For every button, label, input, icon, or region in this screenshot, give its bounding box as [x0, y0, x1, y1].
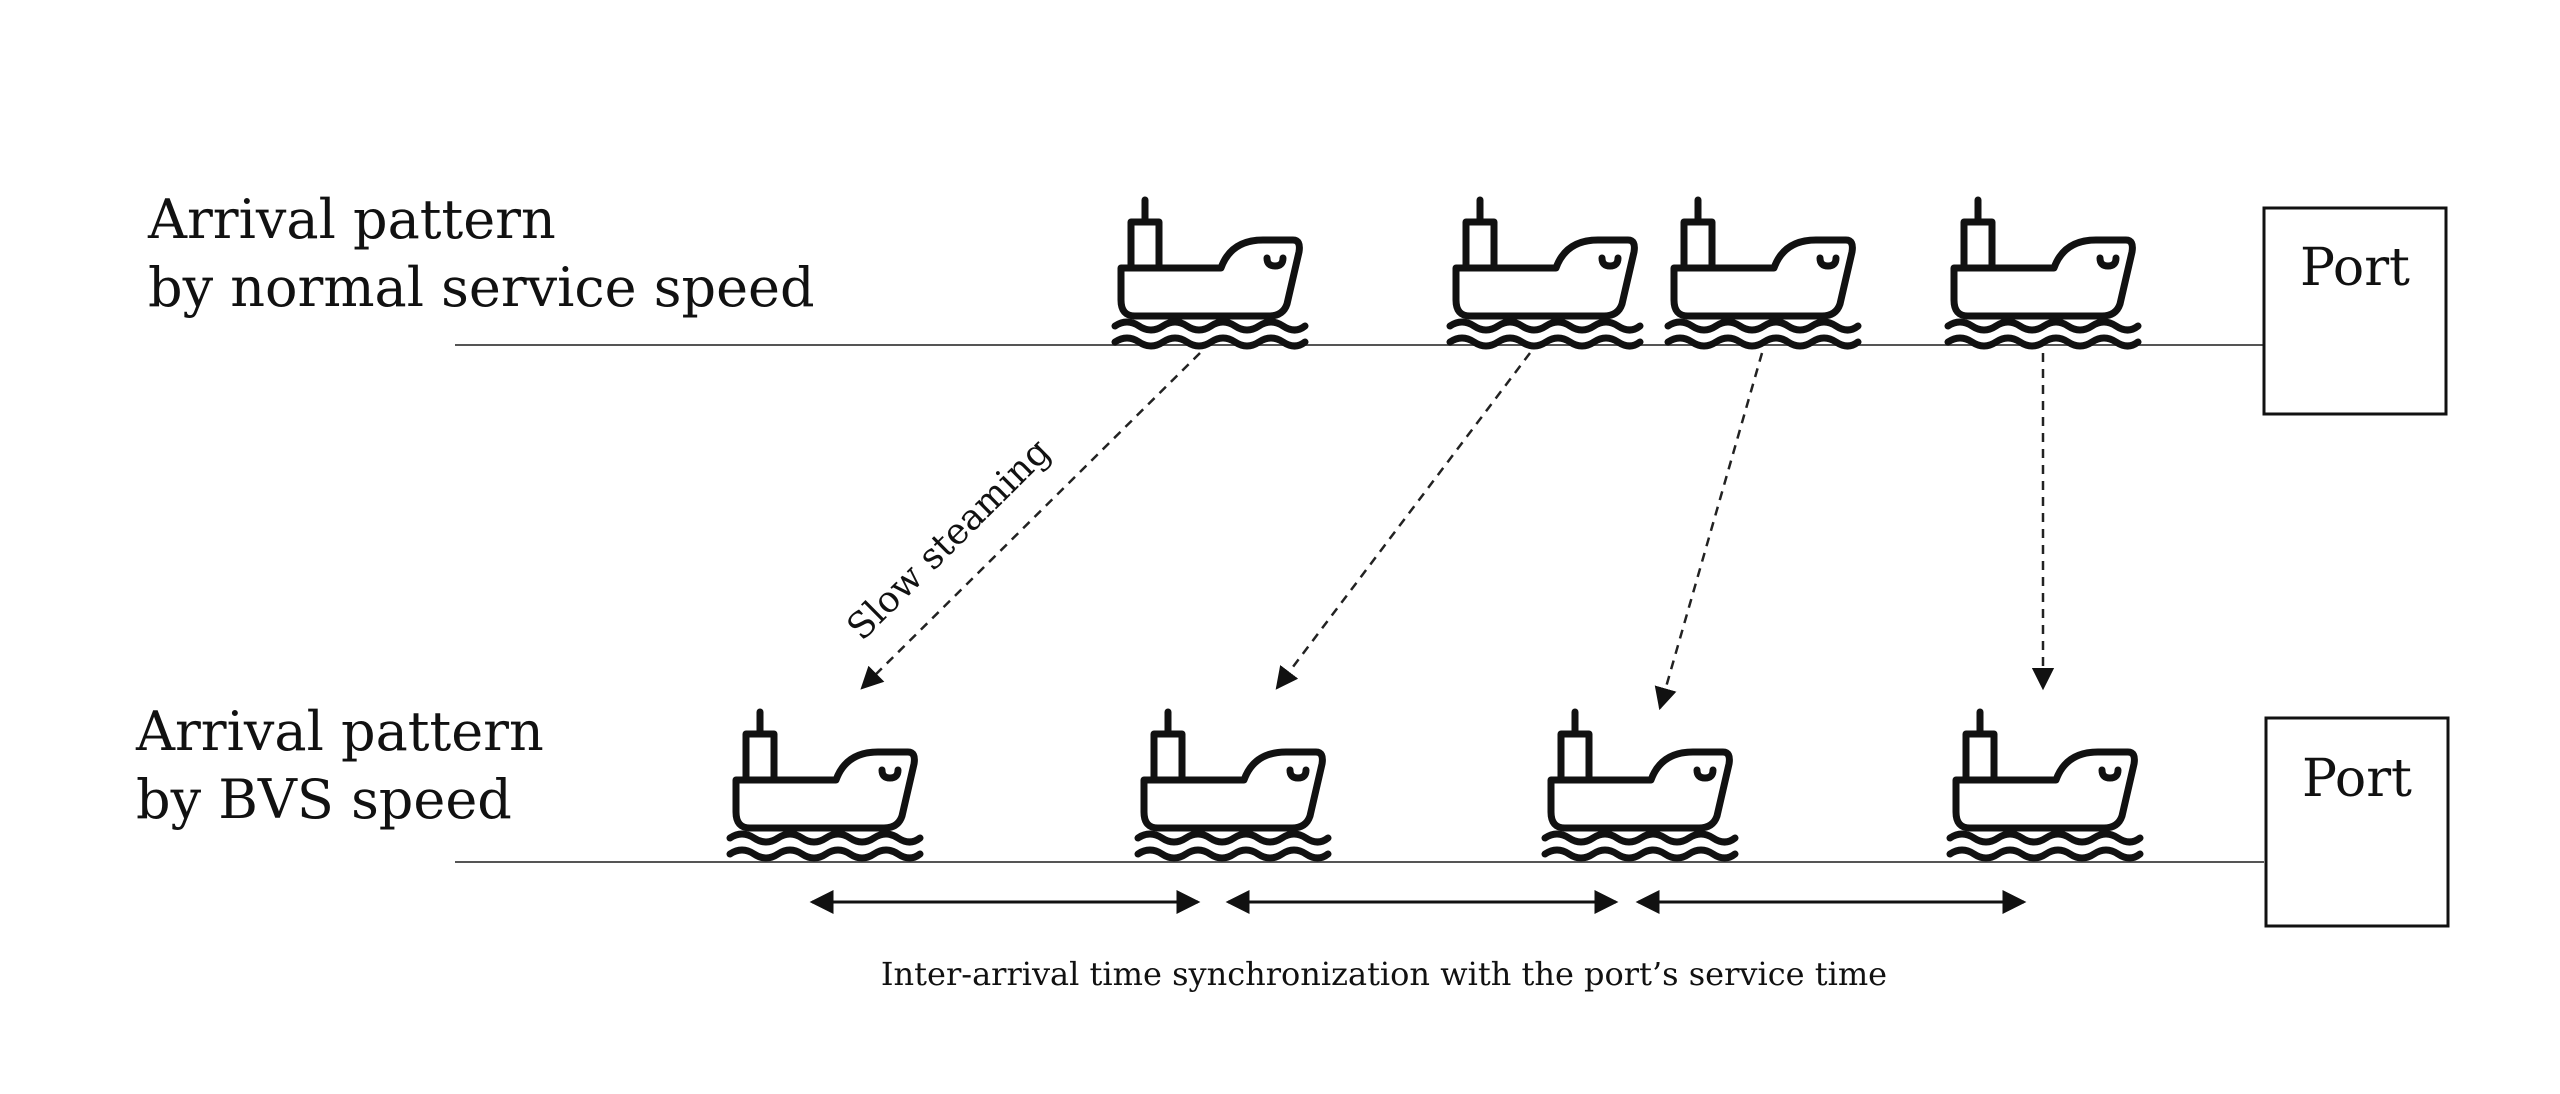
slow-steaming-arrow-3 [1654, 352, 1764, 711]
slow-steaming-arrow-1 [860, 352, 1201, 690]
ship-icon [1138, 712, 1328, 858]
bvs-row-label-line2: by BVS speed [136, 768, 512, 831]
slow-steaming-arrow-2 [1275, 352, 1531, 690]
caption: Inter-arrival time synchronization with … [881, 955, 1887, 993]
ship-icon [1115, 200, 1305, 346]
bvs-row-label-line1: Arrival pattern [135, 700, 544, 763]
port-label-normal: Port [2300, 238, 2410, 298]
slow-steaming-label: Slow steaming [839, 431, 1058, 648]
normal-row-label-line2: by normal service speed [148, 256, 815, 319]
ship-icon [1668, 200, 1858, 346]
normal-row-label-line1: Arrival pattern [147, 188, 556, 251]
ship-icon [1948, 200, 2138, 346]
ship-icon [730, 712, 920, 858]
port-box-normal [2262, 206, 2448, 416]
ship-icon [1950, 712, 2140, 858]
ship-icon [1545, 712, 1735, 858]
port-box-bvs [2264, 716, 2450, 928]
ship-icon [1450, 200, 1640, 346]
port-label-bvs: Port [2302, 749, 2412, 809]
